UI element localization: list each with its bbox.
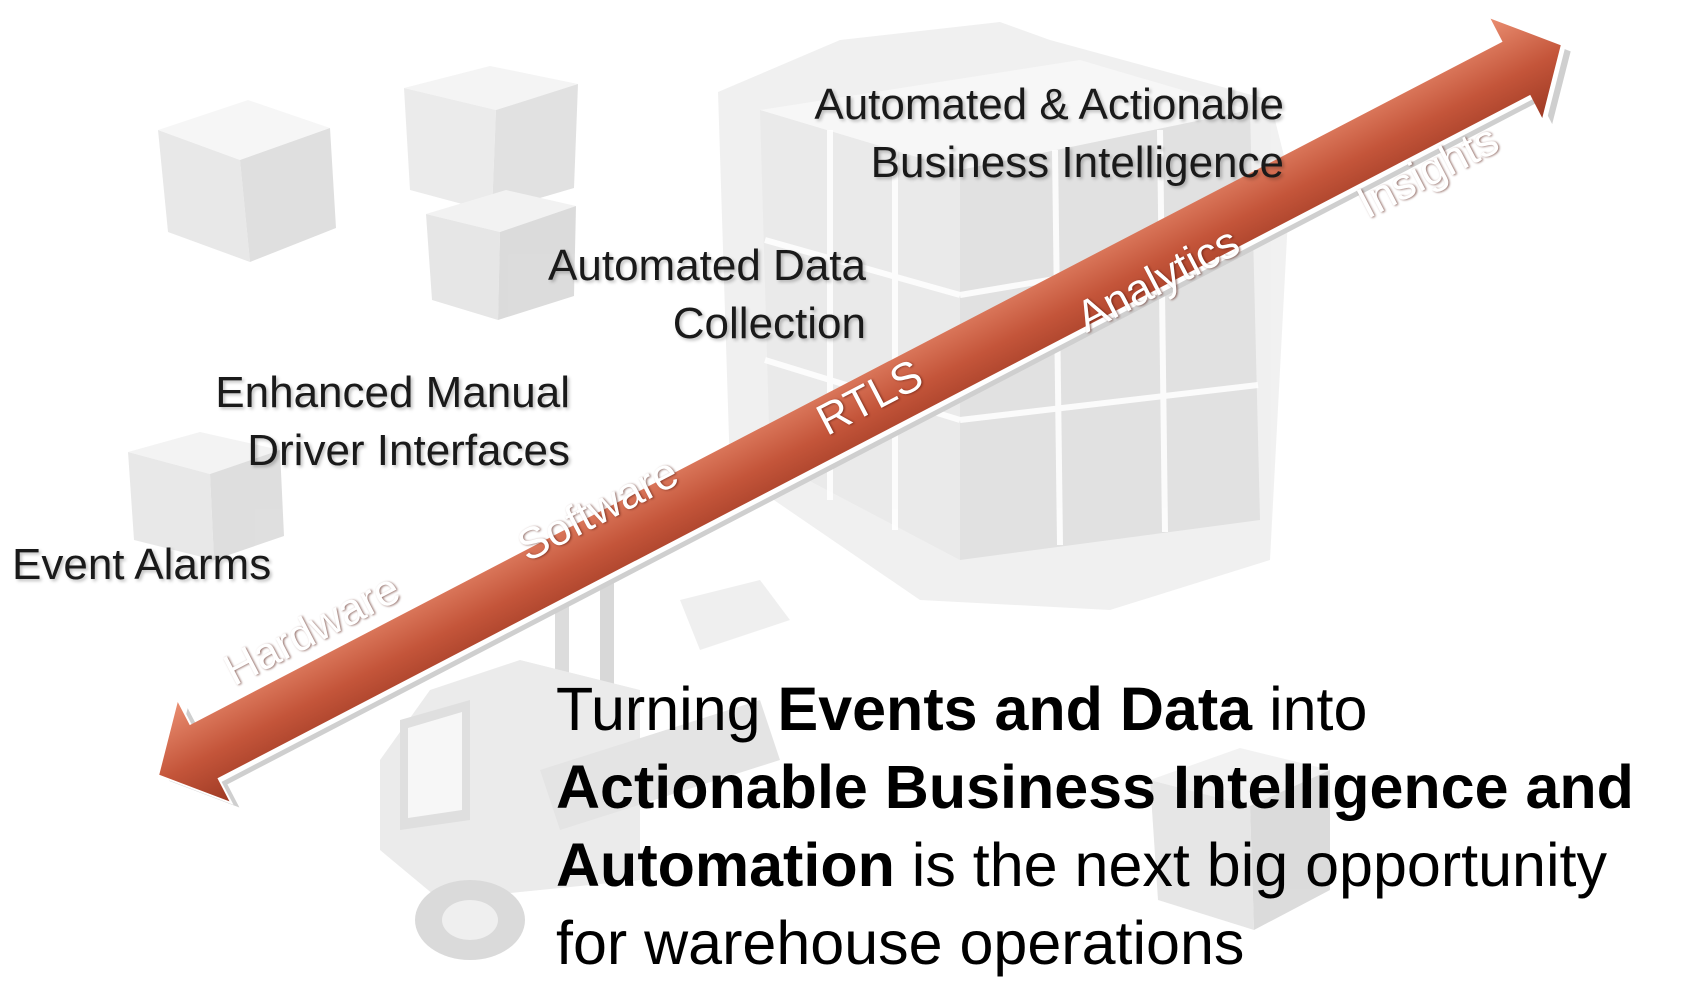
- cube-small-2: [404, 66, 578, 212]
- stage-enhanced-manual-line1: Enhanced Manual: [215, 368, 570, 417]
- arrow-body: [159, 18, 1561, 802]
- stage-event-alarms-text: Event Alarms: [12, 540, 272, 589]
- stage-automated-bi-line1: Automated & Actionable: [814, 80, 1284, 129]
- forklift: [380, 560, 790, 960]
- stage-automated-data-line1: Automated Data: [548, 241, 866, 290]
- main-statement: Turning Events and Data into Actionable …: [556, 670, 1686, 982]
- stage-automated-data-line2: Collection: [672, 299, 866, 348]
- cube-small-3: [426, 190, 576, 320]
- cube-small-1: [158, 100, 336, 262]
- statement-part3: is the next big opportunity for warehous…: [556, 831, 1607, 977]
- statement-bold2: Actionable Business Intelligence and Aut…: [556, 753, 1634, 899]
- stage-event-alarms: Event Alarms: [12, 536, 271, 594]
- stage-automated-bi: Automated & Actionable Business Intellig…: [700, 76, 1284, 192]
- stage-enhanced-manual: Enhanced Manual Driver Interfaces: [150, 364, 570, 480]
- stage-automated-bi-line2: Business Intelligence: [870, 138, 1284, 187]
- statement-part2: into: [1252, 675, 1368, 743]
- statement-part1: Turning: [556, 675, 778, 743]
- cube-small-4: [128, 432, 284, 560]
- cube-small-5: [1150, 748, 1330, 930]
- stage-automated-data: Automated Data Collection: [470, 237, 866, 353]
- statement-bold1: Events and Data: [777, 675, 1253, 743]
- stage-enhanced-manual-line2: Driver Interfaces: [247, 426, 570, 475]
